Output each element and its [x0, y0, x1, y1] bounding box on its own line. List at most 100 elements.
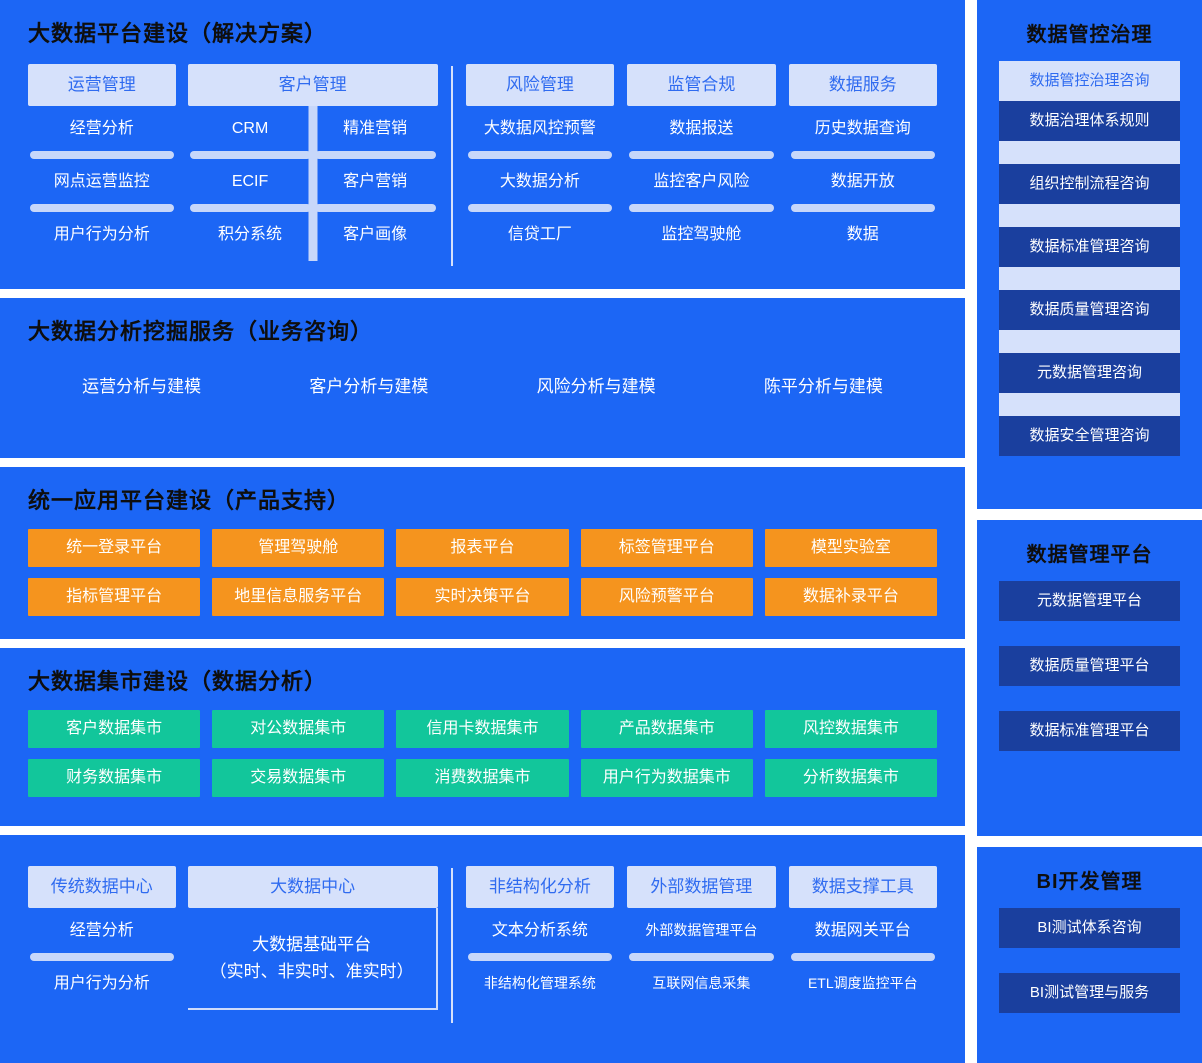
list-item[interactable]: BI测试管理与服务: [999, 973, 1180, 1013]
list-item[interactable]: 大数据风控预警: [483, 120, 596, 137]
tile[interactable]: 产品数据集市: [580, 710, 753, 748]
tile[interactable]: 消费数据集市: [396, 759, 569, 797]
item-divider: [790, 953, 936, 961]
list-item[interactable]: 数据安全管理咨询: [999, 416, 1180, 456]
list-item[interactable]: 客户营销: [343, 173, 408, 190]
list-item[interactable]: 网点运营监控: [53, 173, 150, 190]
section-data-center: 传统数据中心 经营分析 用户行为分析 大数据中心 大数据基础平台 （实时、非实时…: [0, 835, 965, 1063]
list-item[interactable]: 精准营销: [343, 120, 408, 137]
panel-data-governance: 数据管控治理 数据管控治理咨询 数据治理体系规则 组织控制流程咨询 数据标准管理…: [977, 0, 1202, 509]
tile[interactable]: 模型实验室: [764, 529, 937, 567]
tile[interactable]: 风险预警平台: [580, 578, 753, 616]
list-item[interactable]: 元数据管理咨询: [999, 353, 1180, 393]
tile[interactable]: 实时决策平台: [396, 578, 569, 616]
list-item[interactable]: 用户行为分析: [53, 226, 150, 243]
solution-groups: 运营管理 经营分析 网点运营监控 用户行为分析 客户管理 CRM: [0, 48, 965, 266]
tile[interactable]: 地里信息服务平台: [212, 578, 385, 616]
group-header-risk: 风险管理: [465, 64, 615, 106]
list-item[interactable]: 数据: [846, 226, 879, 243]
list-item[interactable]: 数据管控治理咨询: [999, 61, 1180, 101]
tile[interactable]: 标签管理平台: [580, 529, 753, 567]
group-risk-management[interactable]: 风险管理 大数据风控预警 大数据分析 信贷工厂: [465, 64, 615, 266]
item-divider: [629, 953, 774, 961]
tile[interactable]: 报表平台: [396, 529, 569, 567]
big-data-platform-line2: （实时、非实时、准实时）: [209, 962, 414, 981]
big-data-platform-line1: 大数据基础平台: [252, 935, 372, 954]
section-title-data-mart: 大数据集市建设（数据分析）: [28, 669, 328, 694]
list-item[interactable]: 用户行为分析: [53, 975, 150, 992]
tile[interactable]: 数据补录平台: [764, 578, 937, 616]
list-item[interactable]: 外部数据管理平台: [645, 922, 758, 938]
tile[interactable]: 对公数据集市: [212, 710, 385, 748]
group-header-unstructured: 非结构化分析: [465, 866, 615, 908]
list-item[interactable]: 数据治理体系规则: [999, 101, 1180, 141]
customer-subcolumn-left: CRM ECIF 积分系统: [188, 106, 313, 257]
list-item[interactable]: 历史数据查询: [814, 120, 911, 137]
list-item[interactable]: 数据标准管理平台: [999, 711, 1180, 751]
group-traditional-data-center[interactable]: 传统数据中心 经营分析 用户行为分析: [28, 866, 176, 1023]
list-item[interactable]: 数据开放: [830, 173, 895, 190]
item-divider: [999, 330, 1180, 353]
list-item[interactable]: 信贷工厂: [507, 226, 572, 243]
group-separator-line: [450, 66, 453, 266]
list-item[interactable]: 监控驾驶舱: [661, 226, 742, 243]
item-divider: [314, 151, 436, 159]
group-operations-management[interactable]: 运营管理 经营分析 网点运营监控 用户行为分析: [28, 64, 176, 266]
item-divider: [629, 151, 774, 159]
group-external-data-management[interactable]: 外部数据管理 外部数据管理平台 互联网信息采集: [627, 866, 776, 1023]
tile[interactable]: 交易数据集市: [212, 759, 385, 797]
list-item[interactable]: 互联网信息采集: [652, 975, 751, 991]
list-item[interactable]: 客户分析与建模: [309, 377, 429, 396]
tile[interactable]: 统一登录平台: [28, 529, 201, 567]
tile[interactable]: 分析数据集市: [764, 759, 937, 797]
group-data-support-tools[interactable]: 数据支撑工具 数据网关平台 ETL调度监控平台: [788, 866, 938, 1023]
list-item[interactable]: 数据质量管理平台: [999, 646, 1180, 686]
list-item[interactable]: 监控客户风险: [653, 173, 750, 190]
tile[interactable]: 用户行为数据集市: [580, 759, 753, 797]
tile[interactable]: 风控数据集市: [764, 710, 937, 748]
group-big-data-center[interactable]: 大数据中心 大数据基础平台 （实时、非实时、准实时）: [187, 866, 438, 1023]
item-divider: [790, 204, 936, 212]
tile[interactable]: 指标管理平台: [28, 578, 201, 616]
group-unstructured-analysis[interactable]: 非结构化分析 文本分析系统 非结构化管理系统: [465, 866, 615, 1023]
group-header-customer: 客户管理: [187, 64, 438, 106]
section-solution: 大数据平台建设（解决方案） 运营管理 经营分析 网点运营监控 用户行为分析 客户…: [0, 0, 965, 289]
list-item[interactable]: 大数据分析: [499, 173, 580, 190]
list-item[interactable]: 元数据管理平台: [999, 581, 1180, 621]
group-items-regulatory: 数据报送 监控客户风险 监控驾驶舱: [627, 106, 775, 257]
list-item[interactable]: 数据标准管理咨询: [999, 227, 1180, 267]
list-item[interactable]: 积分系统: [218, 226, 283, 243]
list-item[interactable]: ECIF: [231, 173, 269, 190]
list-item[interactable]: BI测试体系咨询: [999, 908, 1180, 948]
item-divider: [790, 151, 936, 159]
list-item[interactable]: ETL调度监控平台: [807, 975, 918, 991]
tile[interactable]: 客户数据集市: [28, 710, 201, 748]
tile[interactable]: 信用卡数据集市: [396, 710, 569, 748]
group-items-operations: 经营分析 网点运营监控 用户行为分析: [28, 106, 176, 257]
customer-subcolumn-right: 精准营销 客户营销 客户画像: [313, 106, 438, 257]
tile[interactable]: 管理驾驶舱: [212, 529, 385, 567]
group-customer-management[interactable]: 客户管理 CRM ECIF 积分系统 精准营销 客户营销: [187, 64, 438, 266]
group-header-traditional-dc: 传统数据中心: [28, 866, 176, 908]
section-data-mart: 大数据集市建设（数据分析） 客户数据集市 对公数据集市 信用卡数据集市 产品数据…: [0, 648, 965, 826]
panel-data-management-platform: 数据管理平台 元数据管理平台 数据质量管理平台 数据标准管理平台: [977, 520, 1202, 836]
item-divider: [467, 953, 613, 961]
list-item[interactable]: 非结构化管理系统: [483, 975, 596, 991]
big-data-center-body: 大数据基础平台 （实时、非实时、准实时）: [187, 908, 438, 1010]
list-item[interactable]: 客户画像: [343, 226, 408, 243]
list-item[interactable]: 组织控制流程咨询: [999, 164, 1180, 204]
list-item[interactable]: 运营分析与建模: [82, 377, 202, 396]
list-item[interactable]: 经营分析: [69, 120, 134, 137]
list-item[interactable]: 风险分析与建模: [536, 377, 656, 396]
list-item[interactable]: 数据报送: [669, 120, 734, 137]
list-item[interactable]: 陈平分析与建模: [763, 377, 883, 396]
list-item[interactable]: 文本分析系统: [491, 922, 588, 939]
list-item[interactable]: 经营分析: [69, 922, 134, 939]
list-item[interactable]: 数据质量管理咨询: [999, 290, 1180, 330]
group-regulatory-compliance[interactable]: 监管合规 数据报送 监控客户风险 监控驾驶舱: [627, 64, 776, 266]
list-item[interactable]: CRM: [231, 120, 269, 137]
item-divider: [999, 141, 1180, 164]
list-item[interactable]: 数据网关平台: [814, 922, 911, 939]
group-data-service[interactable]: 数据服务 历史数据查询 数据开放 数据: [788, 64, 938, 266]
tile[interactable]: 财务数据集市: [28, 759, 201, 797]
